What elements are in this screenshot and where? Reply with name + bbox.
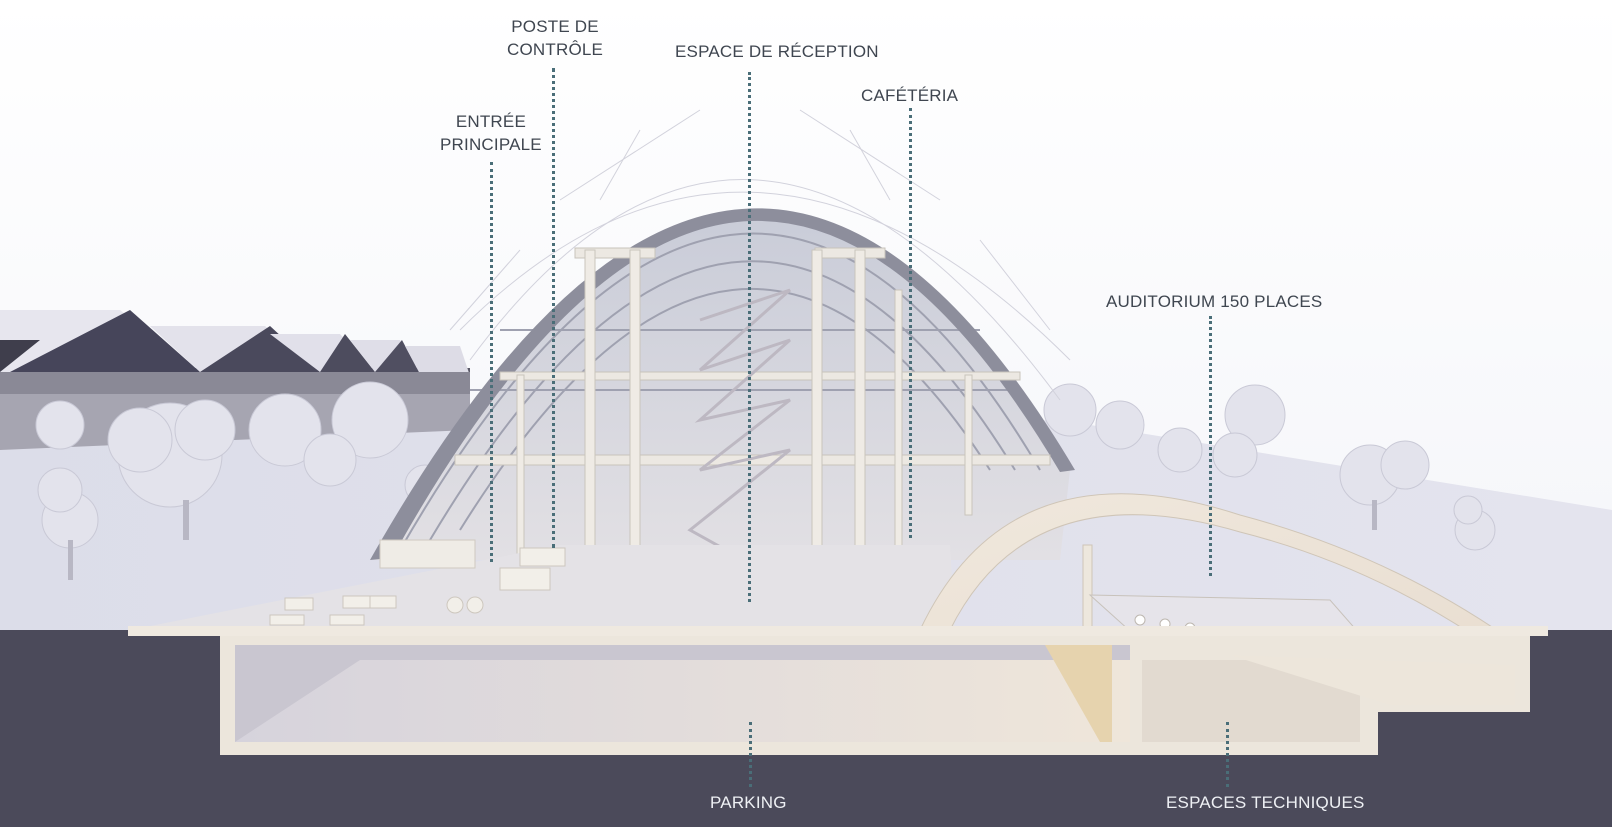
floor-slabs xyxy=(454,247,1051,466)
label-auditorium: AUDITORIUM 150 PLACES xyxy=(1106,290,1322,313)
trees-right xyxy=(1043,383,1496,551)
label-cafeteria: CAFÉTÉRIA xyxy=(861,84,958,107)
leader-entree-principale xyxy=(490,162,493,562)
label-entree-principale-line2: PRINCIPALE xyxy=(440,135,542,154)
label-espace-reception-text: ESPACE DE RÉCEPTION xyxy=(675,42,879,61)
label-entree-principale-line1: ENTRÉE xyxy=(455,112,526,131)
label-poste-controle-line1: POSTE DE xyxy=(511,17,599,36)
label-poste-controle: POSTE DE CONTRÔLE xyxy=(507,15,603,61)
leader-auditorium xyxy=(1209,316,1212,576)
label-poste-controle-line2: CONTRÔLE xyxy=(507,40,604,59)
label-entree-principale: ENTRÉE PRINCIPALE xyxy=(440,110,542,156)
label-cafeteria-text: CAFÉTÉRIA xyxy=(861,86,959,105)
lobby-furniture xyxy=(269,547,566,626)
label-auditorium-text: AUDITORIUM 150 PLACES xyxy=(1106,292,1323,311)
roof-guide-lines xyxy=(449,109,1071,401)
leader-poste-controle xyxy=(552,68,555,548)
trees-left xyxy=(35,381,481,580)
label-espace-reception: ESPACE DE RÉCEPTION xyxy=(675,40,879,63)
columns xyxy=(516,249,973,626)
leader-espaces-techniques xyxy=(1226,722,1229,787)
label-espaces-techniques: ESPACES TECHNIQUES xyxy=(1166,791,1365,814)
label-parking: PARKING xyxy=(710,791,787,814)
label-parking-text: PARKING xyxy=(710,793,787,812)
staircase xyxy=(687,288,791,582)
basement-structure xyxy=(128,626,1548,755)
leader-espace-reception xyxy=(748,72,751,602)
leader-parking xyxy=(749,722,752,787)
label-espaces-techniques-text: ESPACES TECHNIQUES xyxy=(1166,793,1365,812)
leader-cafeteria xyxy=(909,108,912,538)
